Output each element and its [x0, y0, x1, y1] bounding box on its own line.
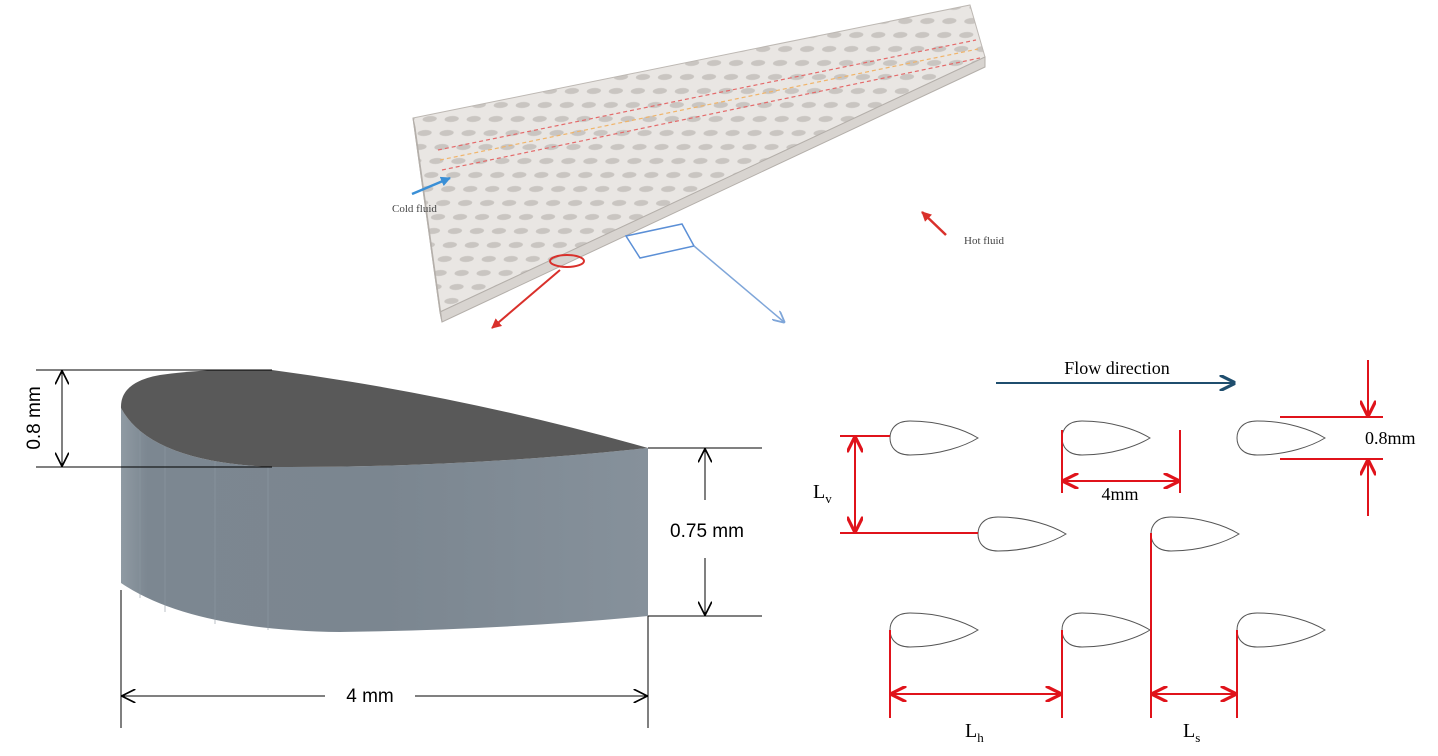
stagger-spacing-label: Ls	[1183, 720, 1200, 745]
airfoil-fin	[1236, 420, 1326, 456]
airfoil-fin	[1061, 420, 1151, 456]
airfoil-fin	[889, 612, 979, 648]
fin-side-face	[121, 408, 648, 632]
fin-detail-marker	[549, 254, 585, 268]
fin-width-label: 0.8mm	[1365, 428, 1416, 448]
cold-fluid-label: Cold fluid	[392, 203, 437, 215]
hot-fluid-label: Hot fluid	[964, 235, 1005, 247]
fin-chord-label: 4mm	[1101, 484, 1138, 504]
fin-shading-lines	[139, 425, 269, 630]
layout-detail-arrow	[693, 245, 784, 322]
airfoil-fin	[889, 420, 979, 456]
fin-width-dimension	[1280, 360, 1383, 516]
airfoil-fin	[1236, 612, 1326, 648]
vertical-spacing-label: Lv	[813, 481, 832, 506]
fin-thickness-dimension	[648, 447, 762, 617]
fin-detail-arrow	[491, 269, 561, 329]
stagger-spacing-dimension	[1150, 533, 1238, 718]
fin-height-dimension	[36, 369, 272, 468]
airfoil-fin	[1150, 516, 1240, 552]
heat-exchanger-plate-view: Cold fluid Hot fluid	[392, 4, 1005, 329]
hot-fluid-arrow	[921, 211, 947, 236]
highlighted-channel	[437, 39, 981, 171]
fin-top-face	[120, 369, 649, 468]
airfoil-fin	[1061, 612, 1151, 648]
fin-chord-dimension	[1061, 430, 1181, 493]
fin-3d-view: 0.8 mm 0.75 mm 4 mm	[24, 369, 762, 728]
fin-layout-diagram: Flow direction	[813, 358, 1416, 745]
fin-thickness-label: 0.75 mm	[670, 521, 744, 542]
plate-left-edge	[412, 117, 443, 323]
horizontal-spacing-dimension	[889, 630, 1063, 718]
cold-fluid-arrow	[411, 176, 451, 196]
horizontal-spacing-label: Lh	[965, 720, 984, 745]
airfoil-fin	[977, 516, 1067, 552]
fin-length-dimension	[120, 590, 649, 728]
vertical-spacing-dimension	[840, 435, 978, 534]
flow-direction-label: Flow direction	[1064, 358, 1170, 378]
fin-length-label: 4 mm	[346, 686, 394, 707]
fin-height-label: 0.8 mm	[24, 386, 45, 449]
